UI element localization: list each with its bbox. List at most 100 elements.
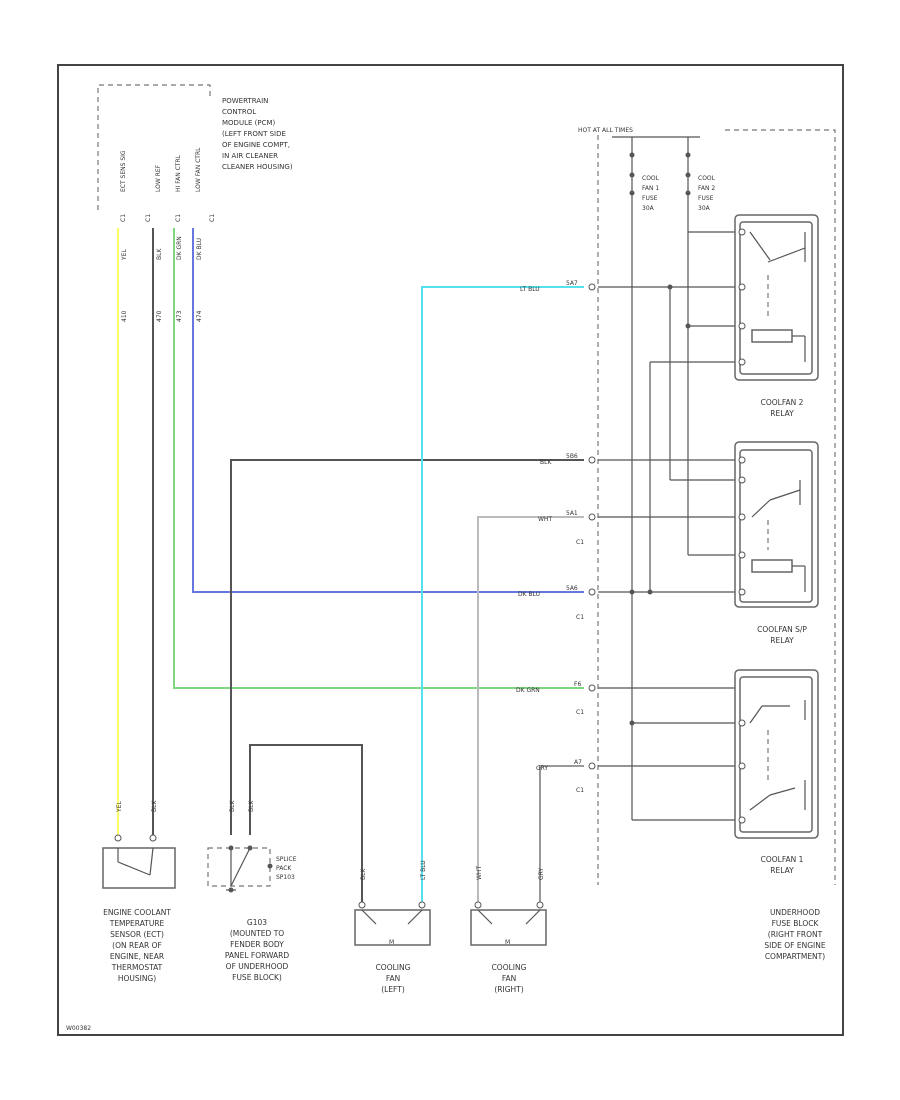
coolfan-1-relay xyxy=(734,669,819,839)
relay-sp-label-2: RELAY xyxy=(770,636,794,645)
pcm-desc-7: CLEANER HOUSING) xyxy=(222,163,293,171)
ect-label-1: ENGINE COOLANT xyxy=(103,908,171,917)
fan-left-motor-symbol: M xyxy=(389,939,394,946)
fan-right-label-3: (RIGHT) xyxy=(494,985,523,994)
fan-left-label-3: (LEFT) xyxy=(381,985,405,994)
relay1-label-1: COOLFAN 1 xyxy=(761,855,804,864)
pcm-wire-color-2: BLK xyxy=(156,248,163,260)
ect-label-7: HOUSING) xyxy=(118,974,156,983)
ect-label-4: (ON REAR OF xyxy=(112,941,162,950)
fan-left-wire-lt-blu: LT BLU xyxy=(420,860,427,880)
pcm-pin-2: C1 xyxy=(145,214,152,222)
pcm-wire-color-3: DK GRN xyxy=(176,236,183,260)
splice-label-2: PACK xyxy=(276,865,292,872)
wire-label-lt-blu: LT BLU xyxy=(520,286,540,293)
ect-label-3: SENSOR (ECT) xyxy=(110,930,164,939)
wire-label-wht: WHT xyxy=(538,516,552,523)
fb-conn-p6: C1 xyxy=(576,787,584,794)
fuse-block-label-1: UNDERHOOD xyxy=(770,908,820,917)
fb-pin-5b6: 5B6 xyxy=(566,453,578,460)
wire-lt-blu-left-fan xyxy=(421,286,584,905)
fan-right-motor-symbol: M xyxy=(505,939,510,946)
relay2-label-1: COOLFAN 2 xyxy=(761,398,804,407)
pcm-pin-label-low-fan: LOW FAN CTRL xyxy=(195,147,202,192)
fuse2-label-1: COOL xyxy=(698,175,716,182)
pcm-circuit-3: 473 xyxy=(176,310,183,322)
wire-wht-right-fan xyxy=(477,516,584,905)
wire-label-dk-grn: DK GRN xyxy=(516,687,540,694)
fb-pin-a7: A7 xyxy=(574,759,582,766)
fuse2-label-4: 30A xyxy=(698,205,711,212)
pcm-pin-label-low-ref: LOW REF xyxy=(155,164,162,192)
fb-pin-5a1: 5A1 xyxy=(566,510,578,517)
wire-dk-blu-low-fan xyxy=(192,228,584,593)
ect-label-6: THERMOSTAT xyxy=(111,963,163,972)
coolfan-sp-relay xyxy=(734,441,819,608)
pcm-wire-color-1: YEL xyxy=(121,249,128,261)
wire-gry-right-fan xyxy=(539,765,584,905)
fuse-block-label-3: (RIGHT FRONT xyxy=(768,930,823,939)
fuse1-label-1: COOL xyxy=(642,175,660,182)
cooling-fan-right: WHT GRY M xyxy=(470,866,547,946)
pcm-circuit-1: 410 xyxy=(121,310,128,322)
fb-conn-p5: C1 xyxy=(576,709,584,716)
g103-label-5: OF UNDERHOOD xyxy=(226,962,289,971)
pcm-desc-4: (LEFT FRONT SIDE xyxy=(222,130,286,138)
fan-left-label-2: FAN xyxy=(386,974,400,983)
wire-label-dk-blu: DK BLU xyxy=(518,591,540,598)
pcm-module: ECT SENS SIG LOW REF HI FAN CTRL LOW FAN… xyxy=(97,84,293,322)
pcm-pin-label-ect: ECT SENS SIG xyxy=(120,150,127,192)
fuse1-label-3: FUSE xyxy=(642,195,658,202)
fb-pin-5a6: 5A6 xyxy=(566,585,578,592)
pcm-desc-6: IN AIR CLEANER xyxy=(222,152,278,160)
pcm-desc-3: MODULE (PCM) xyxy=(222,119,275,127)
fuse-block-label-5: COMPARTMENT) xyxy=(765,952,825,961)
g103-wire-2: BLK xyxy=(248,800,255,812)
ect-wire-blk: BLK xyxy=(151,800,158,812)
pcm-circuit-4: 474 xyxy=(196,310,203,322)
ect-sensor: YEL BLK xyxy=(102,800,176,889)
splice-label-3: SP103 xyxy=(276,874,295,881)
pcm-pin-label-hi-fan: HI FAN CTRL xyxy=(175,154,182,192)
wire-dk-grn-hi-fan xyxy=(173,228,584,689)
pcm-pin-1: C1 xyxy=(120,214,127,222)
hot-at-all-times-label: HOT AT ALL TIMES xyxy=(578,127,633,134)
fuse2-label-3: FUSE xyxy=(698,195,714,202)
g103-splice-pack: BLK BLK SPLICE PACK SP103 xyxy=(207,744,363,905)
fb-conn-p4: C1 xyxy=(576,614,584,621)
fuse1-label-2: FAN 1 xyxy=(642,185,659,192)
wire-label-gry: GRY xyxy=(536,765,548,772)
fb-conn-p3: C1 xyxy=(576,539,584,546)
g103-label-6: FUSE BLOCK) xyxy=(232,973,282,982)
fan-right-label-2: FAN xyxy=(502,974,516,983)
pcm-desc-2: CONTROL xyxy=(222,108,256,116)
ect-wire-yel: YEL xyxy=(116,801,123,813)
fb-pin-f6: F6 xyxy=(574,681,581,688)
relay-sp-label-1: COOLFAN S/P xyxy=(757,625,807,634)
pcm-pin-4: C1 xyxy=(209,214,216,222)
fan-right-wire-gry: GRY xyxy=(538,868,545,880)
pcm-desc-1: POWERTRAIN xyxy=(222,97,268,105)
g103-label-3: FENDER BODY xyxy=(230,940,284,949)
g103-label-4: PANEL FORWARD xyxy=(225,951,290,960)
fuse-block-label-4: SIDE OF ENGINE xyxy=(764,941,825,950)
fan-right-wire-wht: WHT xyxy=(476,866,483,880)
coolfan-2-relay xyxy=(734,214,819,381)
fan-left-wire-blk: BLK xyxy=(360,868,367,880)
pcm-pin-3: C1 xyxy=(175,214,182,222)
wire-blk-ground xyxy=(230,459,584,835)
g103-label-1: G103 xyxy=(247,918,267,927)
fan-left-label-1: COOLING xyxy=(376,963,411,972)
pcm-wire-color-4: DK BLU xyxy=(196,238,203,260)
relay2-label-2: RELAY xyxy=(770,409,794,418)
fb-pin-5a7: 5A7 xyxy=(566,280,578,287)
g103-label-2: (MOUNTED TO xyxy=(230,929,284,938)
cooling-fan-left: BLK LT BLU M xyxy=(354,860,431,946)
relay1-label-2: RELAY xyxy=(770,866,794,875)
fuse-block-label-2: FUSE BLOCK xyxy=(772,919,820,928)
fuse1-label-4: 30A xyxy=(642,205,655,212)
pcm-desc-5: OF ENGINE COMPT, xyxy=(222,141,290,149)
diagram-id: W00382 xyxy=(66,1025,91,1032)
g103-wire-1: BLK xyxy=(229,800,236,812)
